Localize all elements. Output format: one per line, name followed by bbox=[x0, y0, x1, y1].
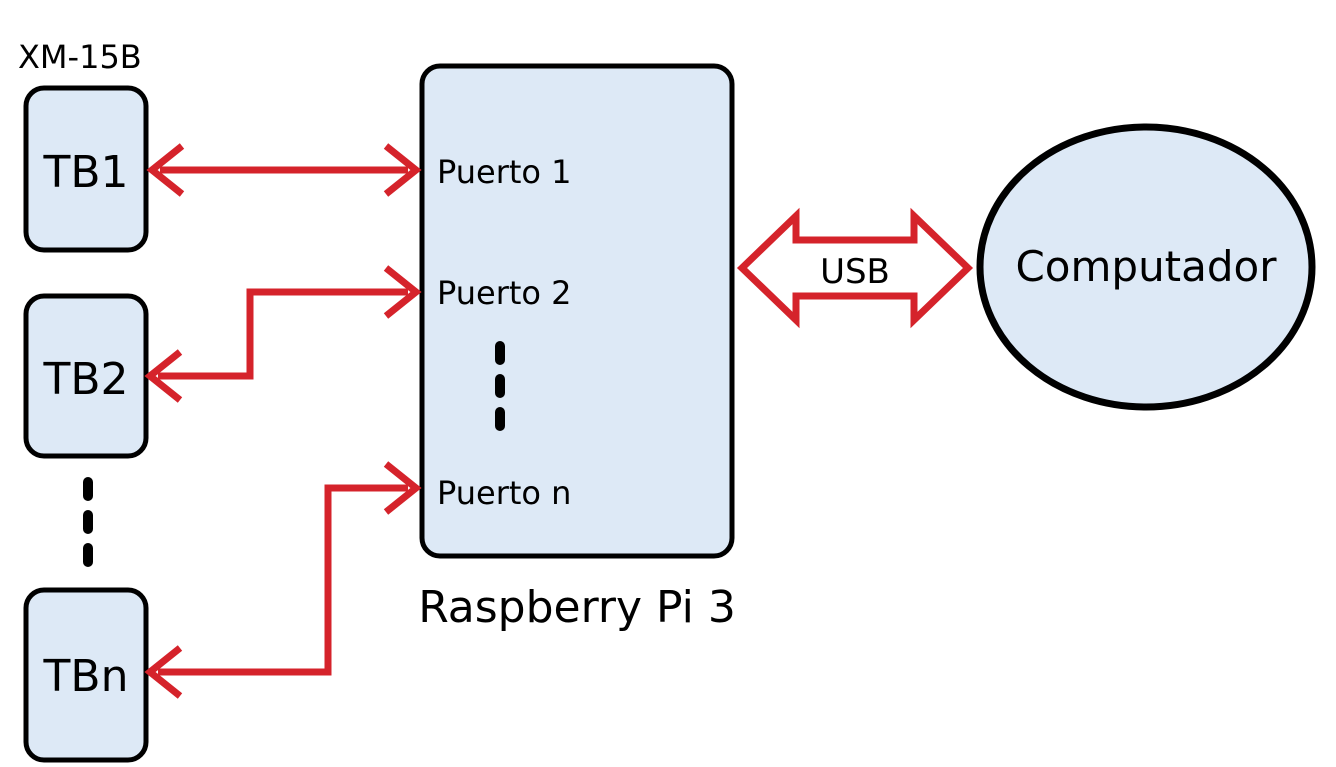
group-label: XM-15B bbox=[18, 38, 142, 76]
port-2-label: Puerto 2 bbox=[437, 274, 572, 312]
device-tb2: TB2 bbox=[23, 293, 149, 459]
controller-label: Raspberry Pi 3 bbox=[418, 582, 736, 633]
usb-label: USB bbox=[820, 252, 890, 292]
device-tb1: TB1 bbox=[23, 85, 149, 253]
usb-link-arrow: USB bbox=[736, 207, 974, 329]
device-label: TB2 bbox=[42, 354, 128, 405]
connector-tbn-portn bbox=[144, 461, 422, 699]
device-label: TBn bbox=[43, 651, 129, 702]
device-label: TB1 bbox=[42, 147, 128, 198]
device-tbn: TBn bbox=[23, 587, 149, 763]
host-computer: Computador bbox=[976, 123, 1316, 411]
connector-tb2-port2 bbox=[144, 265, 422, 403]
port-n-label: Puerto n bbox=[437, 474, 571, 512]
host-label: Computador bbox=[1015, 242, 1277, 291]
port-1-label: Puerto 1 bbox=[437, 153, 572, 191]
connector-tb1-port1 bbox=[146, 143, 422, 197]
controller-box: Puerto 1 Puerto 2 Puerto n bbox=[419, 63, 735, 559]
